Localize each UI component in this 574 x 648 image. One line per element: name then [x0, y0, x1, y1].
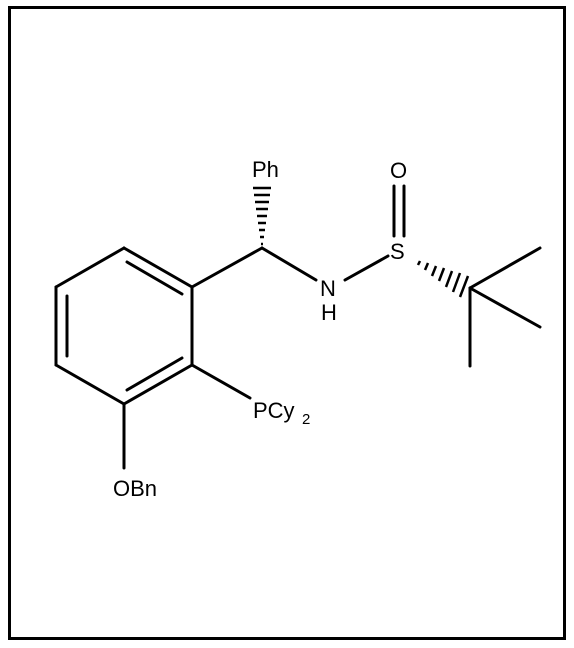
benzene-ring — [54, 246, 194, 406]
oxygen-label: O — [390, 158, 407, 183]
pcy-subscript: 2 — [302, 411, 310, 428]
ph-label: Ph — [252, 157, 279, 182]
bonds — [122, 184, 542, 470]
nitrogen-label: N — [320, 276, 336, 301]
diagram-frame — [8, 6, 566, 640]
sulfur-label: S — [390, 239, 405, 264]
obn-label: OBn — [113, 476, 157, 501]
pcy-label: PCy — [253, 398, 295, 423]
nh-hydrogen-label: H — [321, 300, 337, 325]
hashed-wedge-ph — [253, 186, 271, 246]
hashed-wedge-tbu — [416, 260, 470, 298]
